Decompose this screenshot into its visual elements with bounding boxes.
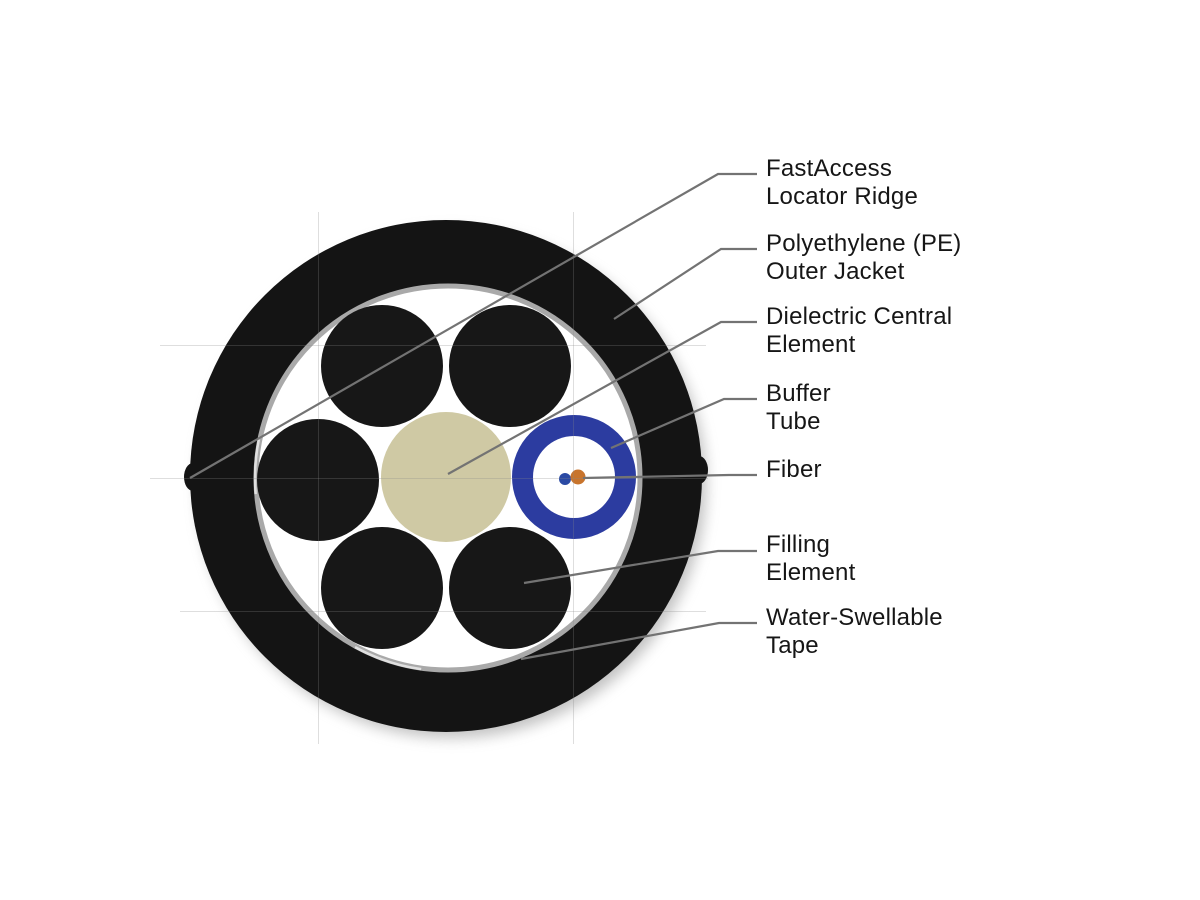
leader-line-dielectric-central-element (447, 320, 757, 475)
render-seam-lines (150, 212, 708, 744)
label-line: FastAccess (766, 155, 893, 182)
leader-line-pe-outer-jacket (613, 247, 757, 320)
label-line: Filling (766, 531, 831, 558)
filling-element-circle (449, 527, 571, 649)
label-line: Tube (766, 408, 821, 435)
filling-element-circle (257, 419, 379, 541)
label-line: Water-Swellable (766, 604, 943, 631)
tape-highlight-arc (253, 283, 643, 673)
label-fastaccess-locator-ridge: FastAccess Locator Ridge (766, 155, 918, 211)
fiber-orange-dot (570, 469, 586, 485)
label-buffer-tube: Buffer Tube (766, 380, 831, 436)
label-fiber: Fiber (766, 456, 822, 484)
label-filling-element: Filling Element (766, 531, 855, 587)
label-line: Polyethylene (PE) (766, 230, 962, 257)
label-line: Fiber (766, 456, 822, 483)
leader-line-fiber (582, 473, 757, 480)
label-line: Element (766, 559, 856, 586)
dielectric-central-element-circle (381, 412, 511, 542)
label-dielectric-central-element: Dielectric Central Element (766, 303, 952, 359)
leader-line-filling-element (523, 549, 757, 585)
label-line: Dielectric Central (766, 303, 953, 330)
filling-element-circle (321, 305, 443, 427)
label-line: Outer Jacket (766, 258, 905, 285)
leader-line-fastaccess-locator-ridge (189, 172, 757, 479)
label-line: Element (766, 331, 856, 358)
filling-element-circle (321, 527, 443, 649)
label-line: Locator Ridge (766, 183, 919, 210)
label-pe-outer-jacket: Polyethylene (PE) Outer Jacket (766, 230, 962, 286)
label-line: Tape (766, 632, 819, 659)
filling-element-circle (449, 305, 571, 427)
label-water-swellable-tape: Water-Swellable Tape (766, 604, 943, 660)
leader-line-buffer-tube (610, 397, 757, 450)
leader-line-water-swellable-tape (520, 621, 757, 661)
fiber-blue-dot (559, 473, 571, 485)
label-line: Buffer (766, 380, 831, 407)
